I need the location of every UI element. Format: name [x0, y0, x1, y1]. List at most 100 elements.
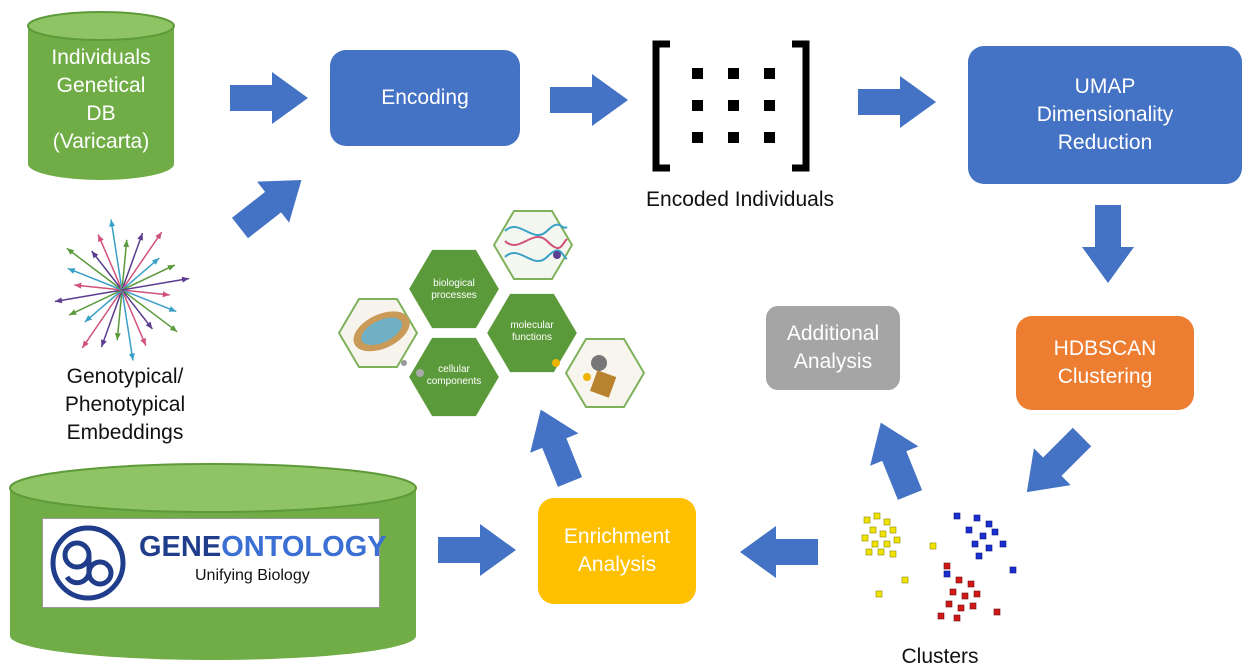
enrichment-line-2: Analysis — [577, 553, 657, 576]
embedding-vector-head — [114, 332, 121, 341]
hdbscan-line-2: Clustering — [1057, 365, 1153, 388]
cluster-point — [883, 540, 891, 548]
embedding-vector-head — [91, 250, 99, 259]
cluster-point — [991, 528, 999, 536]
embedding-vector — [84, 289, 123, 323]
hdbscan-line-1: HDBSCAN — [1053, 337, 1157, 360]
embedding-vector — [54, 289, 123, 303]
cluster-point — [869, 526, 877, 534]
cluster-point — [943, 562, 951, 570]
embedding-vector — [121, 289, 178, 333]
cluster-point — [953, 614, 961, 622]
embedding-vector-head — [84, 315, 93, 322]
umap-line-2: Dimensionality — [1036, 103, 1174, 126]
embedding-vector — [121, 264, 176, 291]
gene-ontology-logo-panel: GENEONTOLOGY Unifying Biology — [42, 518, 387, 608]
hdbscan-node: HDBSCAN Clustering — [1016, 316, 1194, 410]
embedding-vector-head — [66, 248, 75, 255]
cluster-point — [953, 512, 961, 520]
umap-line-1: UMAP — [1074, 75, 1136, 98]
arrow-go-to-enrichment — [438, 524, 516, 576]
cluster-point — [975, 552, 983, 560]
embedding-vector — [121, 231, 163, 291]
cluster-point — [979, 532, 987, 540]
umap-line-3: Reduction — [1057, 131, 1153, 154]
database-line-1: Individuals — [51, 46, 151, 69]
embedding-vector — [121, 289, 170, 296]
embedding-vector-head — [82, 340, 89, 348]
go-terms-hexagons — [338, 210, 645, 417]
cluster-point — [901, 576, 909, 584]
encoding-node: Encoding — [330, 50, 520, 146]
arrow-umap-to-hdbscan — [1082, 205, 1134, 283]
cluster-point — [955, 576, 963, 584]
molecular-functions-label: molecular functions — [492, 320, 572, 344]
clusters-scatter-icon — [861, 512, 1017, 622]
embeddings-line-3: Embeddings — [66, 421, 184, 444]
embedding-vector — [121, 239, 128, 291]
cluster-point — [871, 540, 879, 548]
embedding-vector — [121, 277, 190, 291]
matrix-icon — [652, 40, 810, 172]
biological-processes-label: biological processes — [414, 278, 494, 302]
dna-image-hex — [493, 210, 573, 280]
embedding-vector — [121, 289, 177, 313]
embeddings-label: Genotypical/ Phenotypical Embeddings — [40, 363, 210, 447]
cluster-point — [1009, 566, 1017, 574]
embedding-vector-head — [128, 353, 135, 361]
embedding-vector — [121, 289, 153, 330]
cluster-point — [965, 526, 973, 534]
gene-ontology-brand-prefix: GENE — [139, 531, 222, 563]
embedding-vector — [97, 234, 123, 291]
embedding-vector — [74, 284, 123, 291]
cellular-components-label: cellular components — [414, 364, 494, 388]
embedding-vector — [116, 289, 123, 341]
database-line-2: Genetical — [56, 74, 146, 97]
clusters-label: Clusters — [901, 645, 979, 668]
cluster-point — [969, 602, 977, 610]
mitochondria-image-hex — [338, 298, 418, 368]
receptor-image-hex — [565, 338, 645, 408]
embedding-vector — [68, 289, 123, 316]
enrichment-line-1: Enrichment — [563, 525, 671, 548]
cluster-point — [967, 580, 975, 588]
embeddings-line-2: Phenotypical — [64, 393, 186, 416]
additional-line-1: Additional — [786, 322, 880, 345]
arrow-encoding-to-matrix — [550, 74, 628, 126]
embedding-vector-head — [109, 219, 116, 227]
biological-line-1: biological — [433, 278, 475, 289]
cluster-point — [877, 548, 885, 556]
database-line-3: DB — [86, 102, 116, 125]
embedding-vector — [91, 250, 123, 291]
cellular-line-1: cellular — [438, 364, 470, 375]
embedding-vector-head — [54, 297, 63, 304]
embedding-vector-head — [167, 264, 175, 271]
database-line-4: (Varicarta) — [52, 130, 150, 153]
umap-node: UMAP Dimensionality Reduction — [968, 46, 1242, 184]
cluster-point — [985, 520, 993, 528]
embedding-vector — [100, 289, 123, 348]
database-label: Individuals Genetical DB (Varicarta) — [26, 44, 176, 156]
embedding-vector-head — [168, 306, 177, 312]
embedding-vector — [121, 289, 147, 346]
cluster-point — [873, 512, 881, 520]
molecular-line-1: molecular — [510, 320, 554, 331]
embedding-vector — [121, 232, 144, 291]
embedding-vector — [81, 289, 123, 349]
embedding-vector-head — [155, 232, 162, 240]
cluster-point — [993, 608, 1001, 616]
embedding-vector-head — [98, 234, 104, 243]
molecular-line-2: functions — [511, 332, 553, 343]
cluster-point — [889, 526, 897, 534]
embedding-vector-head — [101, 339, 107, 347]
encoding-label: Encoding — [381, 86, 469, 109]
cluster-point — [999, 540, 1007, 548]
embedding-vector-head — [169, 325, 178, 332]
cluster-point — [937, 612, 945, 620]
arrow-hdbscan-to-clusters — [1008, 418, 1101, 511]
cluster-point — [973, 514, 981, 522]
cellular-line-2: components — [426, 376, 482, 387]
cluster-point — [957, 604, 965, 612]
database-cylinder — [27, 11, 175, 180]
cluster-point — [865, 548, 873, 556]
